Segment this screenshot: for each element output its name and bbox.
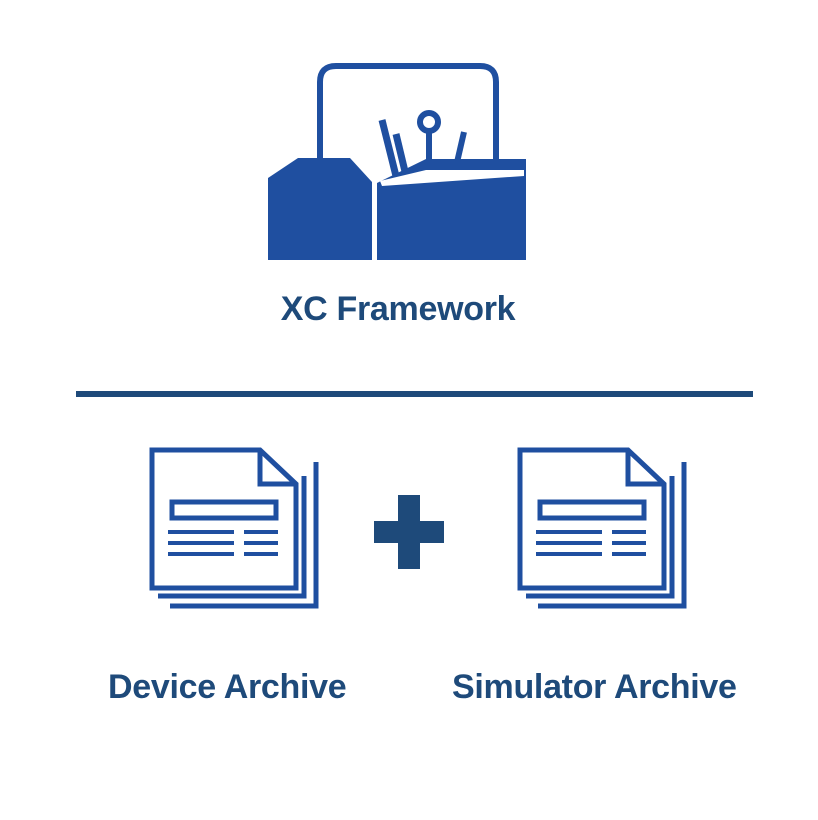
device-archive-label: Device Archive — [108, 668, 347, 706]
simulator-archive-label: Simulator Archive — [452, 668, 737, 706]
xc-framework-label: XC Framework — [280, 290, 516, 328]
plus-icon — [374, 495, 444, 569]
divider-line — [76, 391, 753, 397]
device-archive-document-stack-icon — [149, 447, 319, 609]
simulator-archive-document-stack-icon — [517, 447, 687, 609]
toolbox-icon — [268, 63, 526, 260]
